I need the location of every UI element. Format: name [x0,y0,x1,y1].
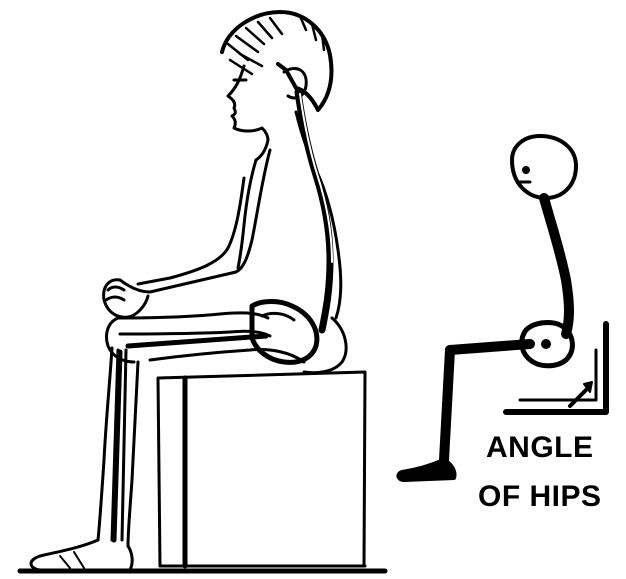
stick-thigh [450,344,530,350]
seat-box [158,372,365,566]
angle-label-line2: OF HIPS [478,481,602,513]
boy-thigh [118,313,304,362]
stick-spine [544,198,569,334]
stick-head [512,136,576,198]
boy-face [228,66,268,140]
boy-chest [238,160,256,268]
stick-foot [398,460,454,480]
boy-spine [298,92,330,330]
seated-boy-figure [31,12,346,570]
stick-shin [444,350,450,460]
angle-label-line1: ANGLE [486,432,594,464]
stick-figure [398,136,576,480]
